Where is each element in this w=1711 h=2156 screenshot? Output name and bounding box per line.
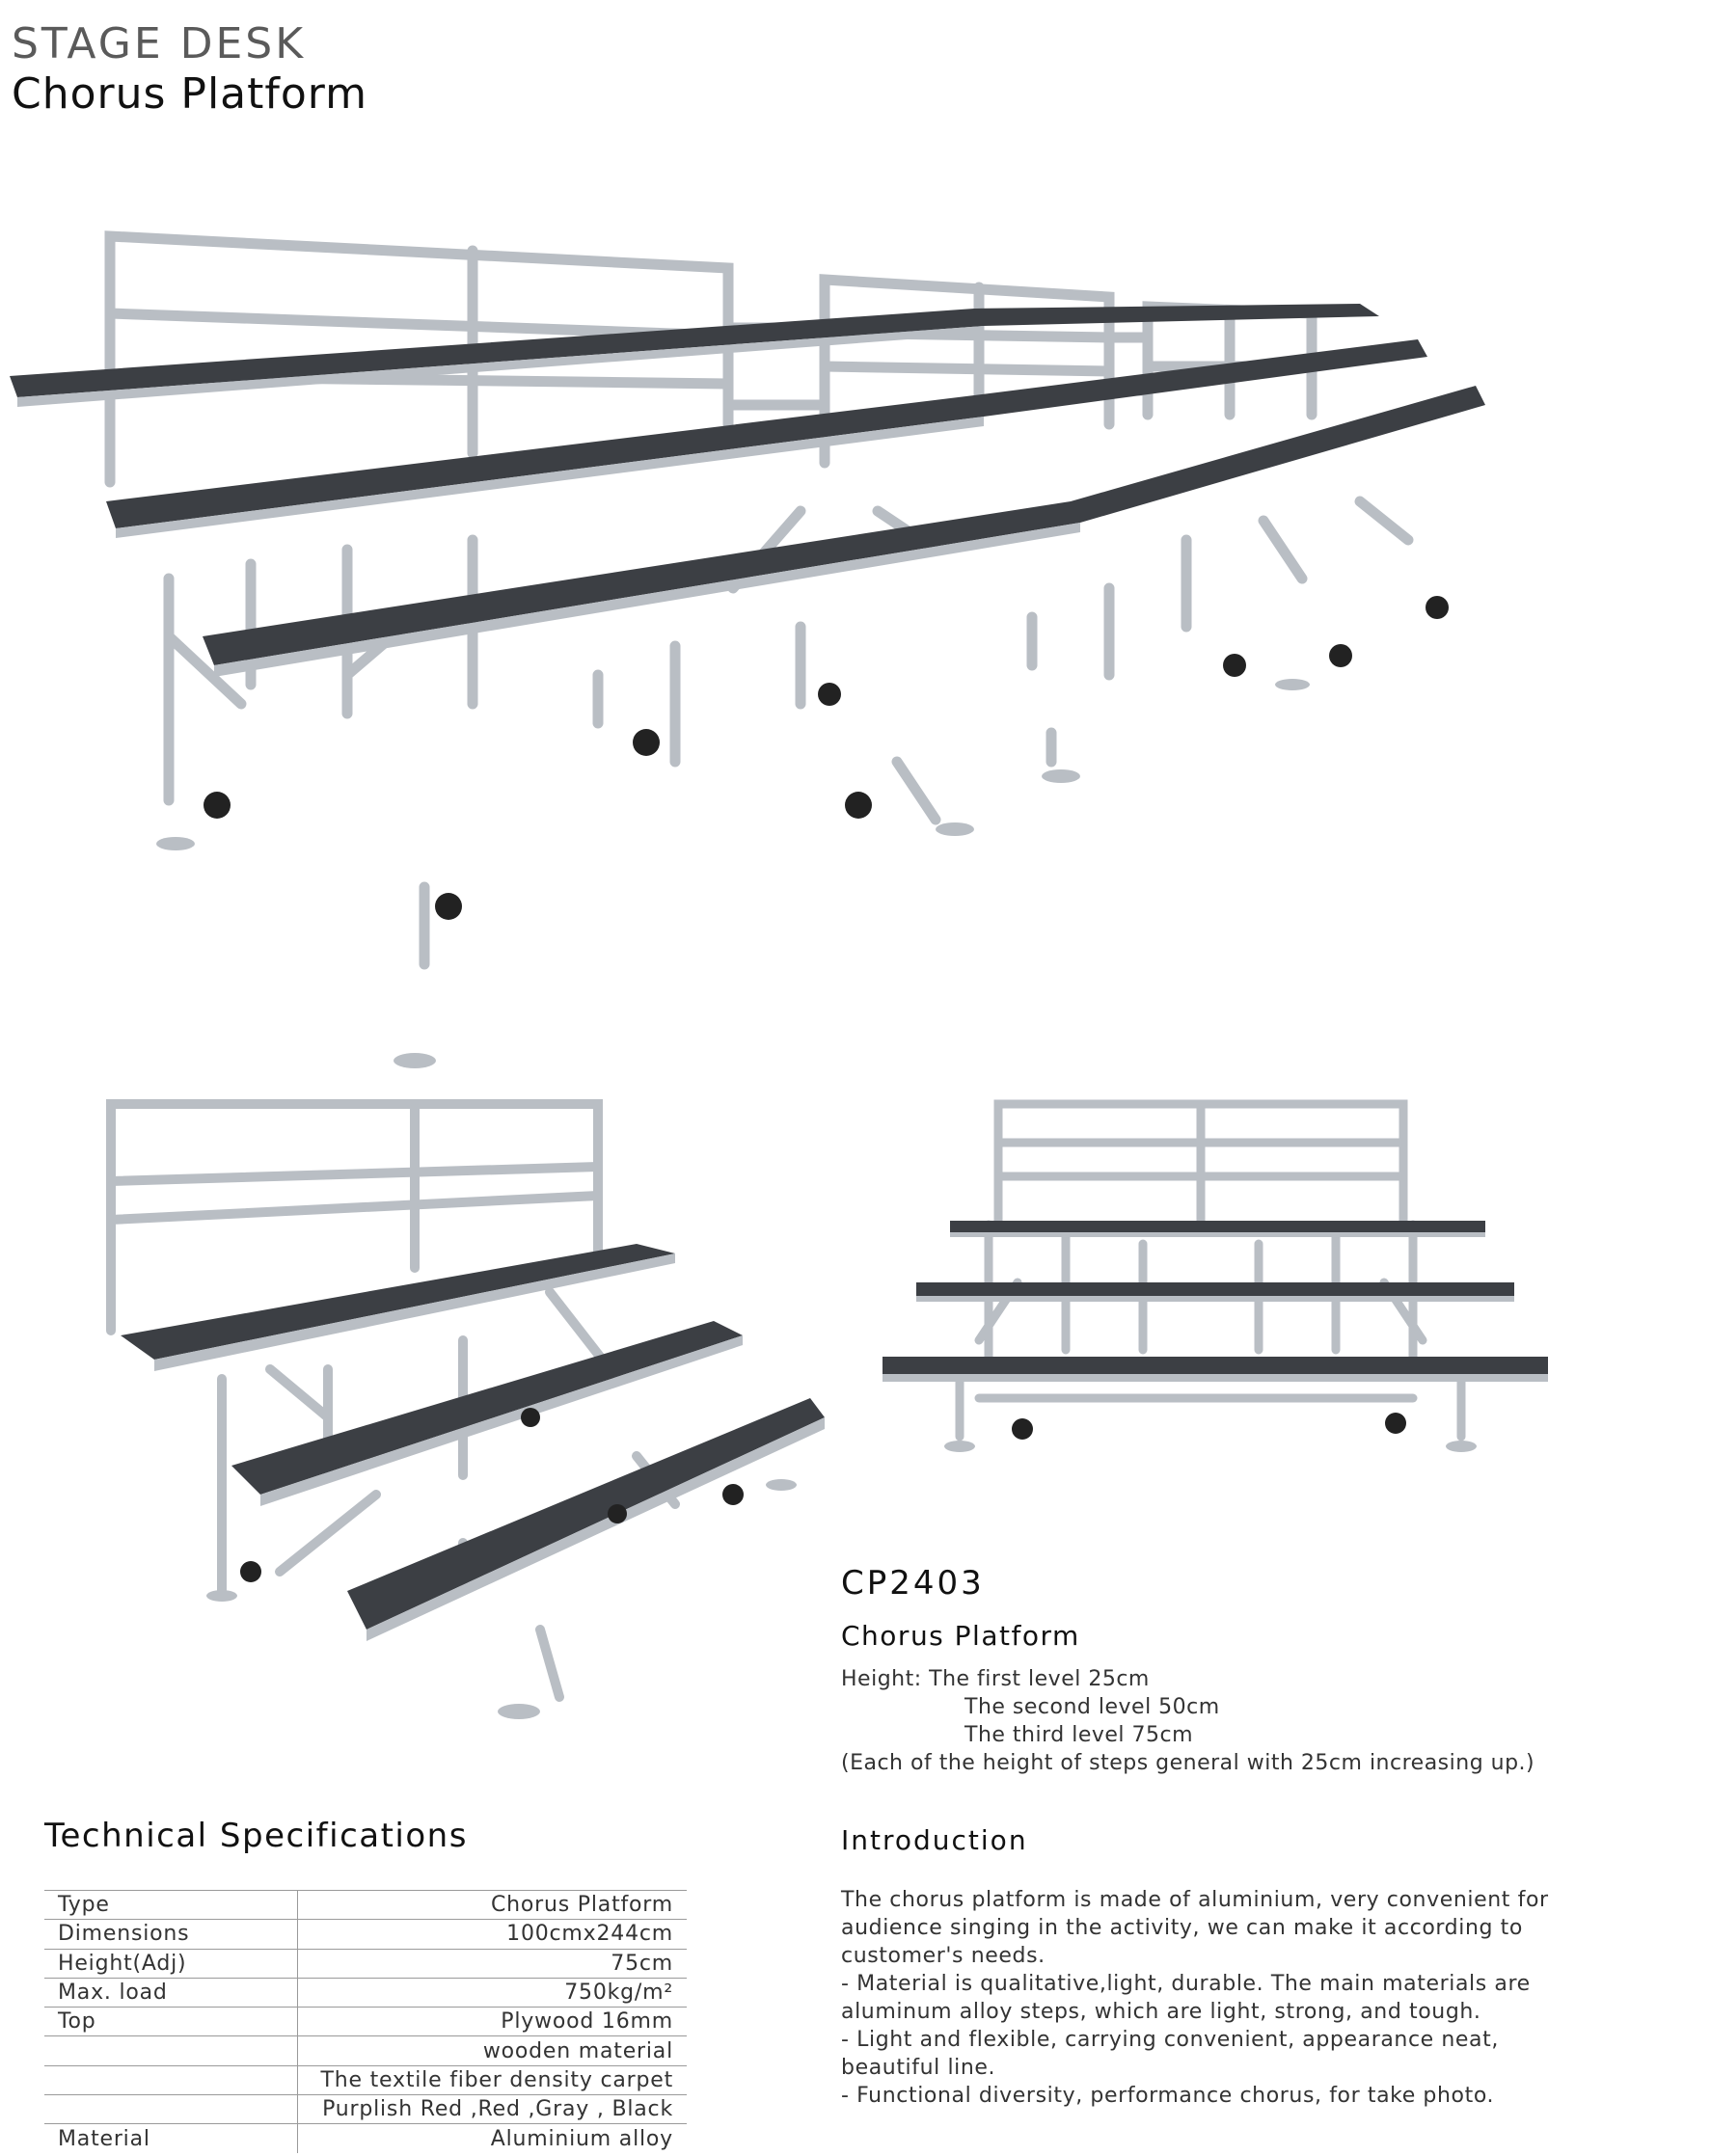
spec-value: Purplish Red ,Red ,Gray , Black — [297, 2094, 687, 2125]
spec-heading: Technical Specifications — [44, 1817, 468, 1855]
spec-key: Height(Adj) — [44, 1949, 298, 1979]
spec-value: 750kg/m² — [297, 1978, 687, 2008]
table-row: Purplish Red ,Red ,Gray , Black — [44, 2094, 687, 2125]
table-row: Type Chorus Platform — [44, 1889, 687, 1921]
spec-table: Type Chorus Platform Dimensions 100cmx24… — [44, 1889, 687, 2153]
table-row: Max. load 750kg/m² — [44, 1978, 687, 2008]
intro-paragraph: - Material is qualitative,light, durable… — [841, 1972, 1531, 2024]
angled-platform-photo — [106, 1099, 825, 1719]
height-note: (Each of the height of steps general wit… — [841, 1751, 1535, 1775]
table-row: Top Plywood 16mm — [44, 2007, 687, 2037]
header-subtitle: STAGE DESK — [12, 19, 307, 68]
table-row: Material Aluminium alloy — [44, 2123, 687, 2153]
height-description: Height: The first level 25cm The second … — [841, 1665, 1534, 1777]
height-line: The third level 75cm — [964, 1723, 1194, 1747]
spec-key: Material — [44, 2123, 298, 2153]
spec-key — [44, 2065, 298, 2096]
spec-value: Plywood 16mm — [297, 2007, 687, 2037]
main-platform-photo — [10, 230, 1485, 1068]
spec-value: wooden material — [297, 2035, 687, 2066]
product-name: Chorus Platform — [841, 1620, 1080, 1652]
table-row: The textile fiber density carpet — [44, 2065, 687, 2096]
spec-key: Type — [44, 1889, 298, 1921]
table-row: wooden material — [44, 2035, 687, 2066]
spec-key: Max. load — [44, 1978, 298, 2008]
spec-value: Aluminium alloy — [490, 2126, 673, 2151]
height-line: The second level 50cm — [964, 1695, 1220, 1719]
intro-paragraph: - Functional diversity, performance chor… — [841, 2084, 1495, 2108]
header-title: Chorus Platform — [12, 69, 367, 119]
spec-value: Chorus Platform — [297, 1889, 687, 1921]
intro-paragraph: The chorus platform is made of aluminium… — [841, 1888, 1549, 1968]
spec-value: 100cmx244cm — [297, 1919, 687, 1950]
table-row: Dimensions 100cmx244cm — [44, 1919, 687, 1950]
spec-value: The textile fiber density carpet — [297, 2065, 687, 2096]
intro-paragraph: - Light and flexible, carrying convenien… — [841, 2028, 1499, 2080]
front-platform-photo — [883, 1099, 1548, 1452]
spec-key: Dimensions — [44, 1919, 298, 1950]
table-row: Height(Adj) 75cm — [44, 1949, 687, 1979]
introduction-text: The chorus platform is made of aluminium… — [841, 1886, 1574, 2110]
introduction-heading: Introduction — [841, 1824, 1028, 1856]
height-line: Height: The first level 25cm — [841, 1667, 1150, 1691]
model-number: CP2403 — [841, 1564, 985, 1603]
spec-key — [44, 2094, 298, 2125]
spec-value: 75cm — [297, 1949, 687, 1979]
spec-key: Top — [44, 2007, 298, 2037]
spec-key — [44, 2035, 298, 2066]
